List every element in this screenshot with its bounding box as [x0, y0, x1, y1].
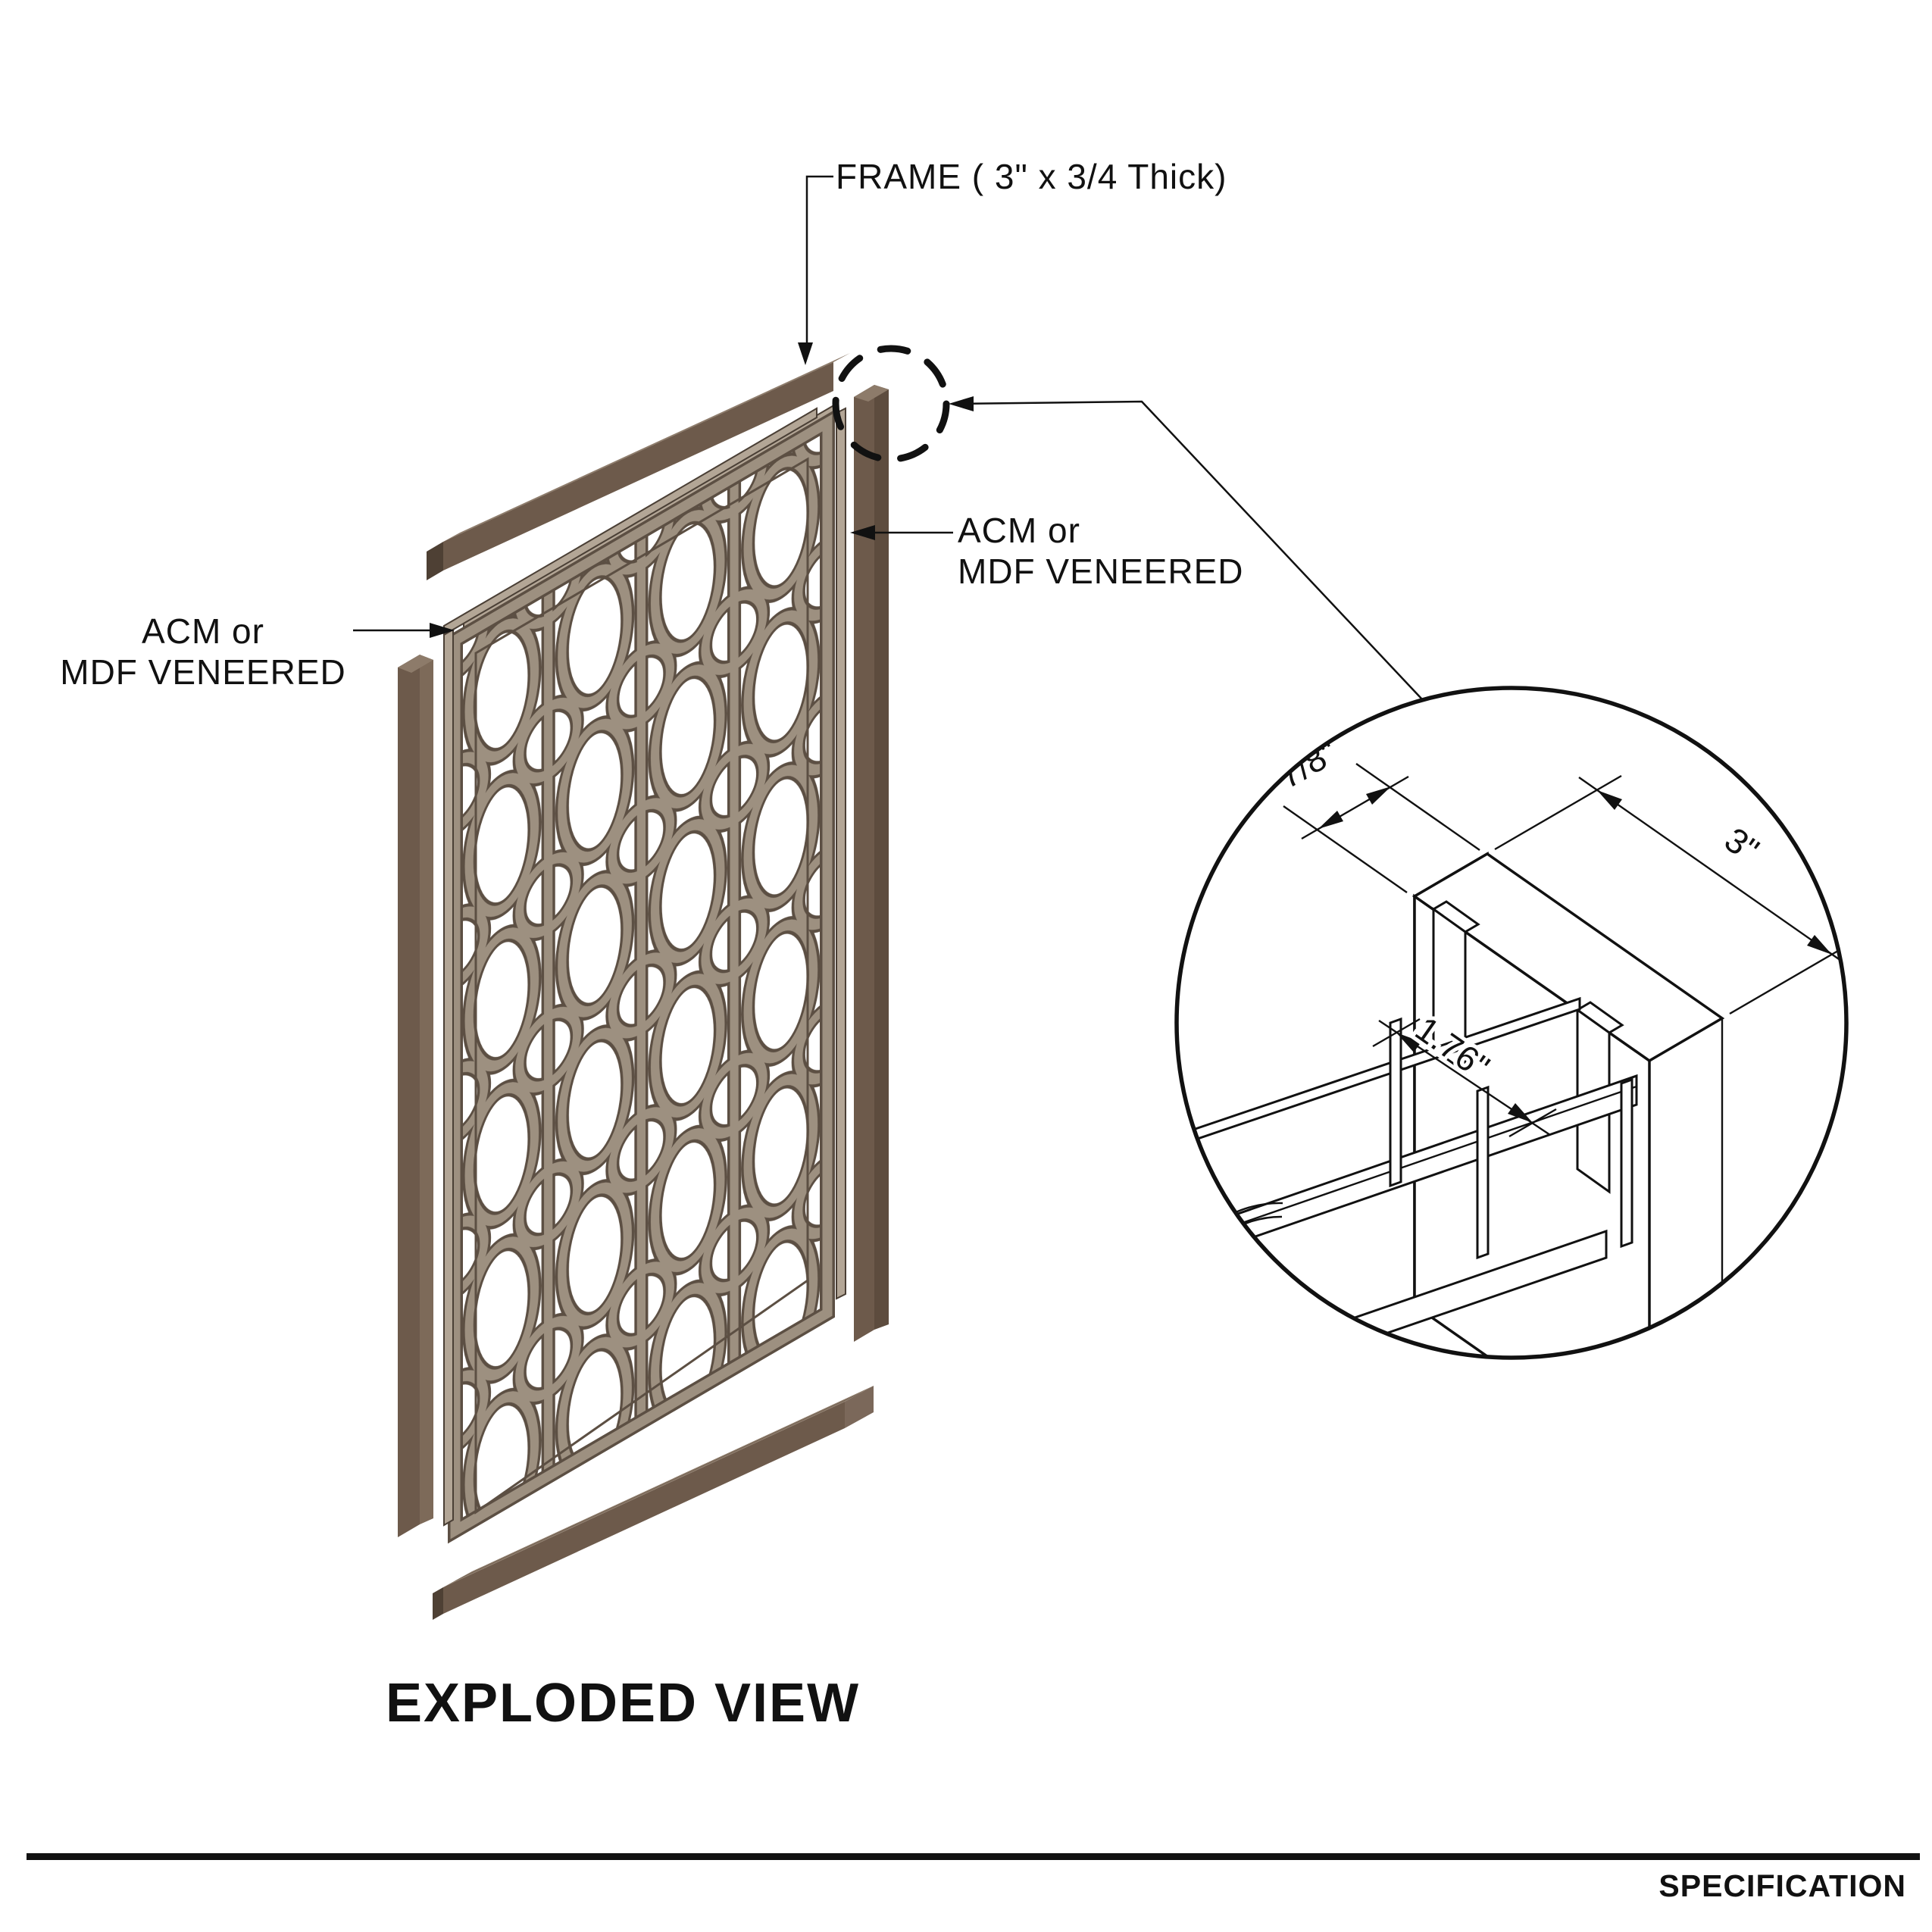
bottom-rail: [433, 1386, 874, 1620]
left-stile-front-face: [398, 655, 420, 1537]
lattice-stile-3: [1620, 1077, 1633, 1249]
lattice-panel-border-inner: [474, 457, 809, 1515]
groove-panel-1: [1432, 907, 1467, 1074]
right-stile-left-face: [854, 385, 874, 1342]
right-arrow-icon: [430, 623, 455, 638]
top-rail-end-face: [427, 542, 443, 580]
dim-arrow-icon: [1597, 790, 1622, 810]
frame-leader: [798, 175, 833, 365]
footer-rule: [27, 1853, 1920, 1860]
detail-circle-outline: [1174, 686, 1849, 1360]
right-stile-front-face: [874, 385, 889, 1330]
dim-arrow-icon: [1318, 811, 1343, 829]
left-arrow-icon: [850, 525, 875, 540]
left-stile-side-face: [420, 655, 433, 1524]
top-rail: [427, 353, 850, 580]
dim-arrow-icon: [1366, 786, 1391, 805]
bottom-rail-end-face-left: [433, 1587, 443, 1620]
back-veneer-right-edge: [836, 407, 846, 1300]
right-stile-top-face: [854, 385, 889, 402]
dim-arrow-icon: [1396, 1033, 1421, 1052]
right-acm-label-line1: ACM or: [958, 511, 1080, 550]
dim-arrow-icon: [1508, 1103, 1533, 1123]
left-acm-label-line2: MDF VENEERED: [60, 652, 345, 692]
detail-marker-circle: [832, 345, 950, 463]
left-stile-top-face: [398, 655, 433, 673]
right-acm-label-line2: MDF VENEERED: [958, 552, 1243, 591]
detail-grooves: [1431, 900, 1624, 1194]
bottom-rail-groove: [454, 1392, 863, 1581]
left-stile: [398, 655, 433, 1537]
lattice-panel-border: [450, 414, 833, 1540]
right-stile: [854, 385, 889, 1342]
right-acm-leader: [850, 525, 953, 540]
lattice-panel-pattern: [455, 423, 827, 1530]
top-rail-top-face: [443, 353, 850, 542]
footer-label: SPECIFICATION: [1658, 1868, 1906, 1903]
left-acm-label-line1: ACM or: [142, 611, 264, 651]
detail-leader: [949, 396, 1423, 700]
front-veneer-left-edge: [443, 628, 454, 1527]
lattice-stile-2: [1476, 1085, 1490, 1260]
top-rail-front-face: [443, 362, 833, 571]
view-title: EXPLODED VIEW: [386, 1673, 860, 1733]
lattice-panel: [448, 409, 835, 1544]
left-acm-leader: [353, 623, 455, 638]
lattice-stile-1: [1389, 1017, 1402, 1188]
left-arrow-icon: [949, 396, 974, 411]
bottom-rail-end-face-right: [845, 1386, 874, 1428]
bottom-rail-front-face: [443, 1402, 845, 1614]
down-arrow-icon: [798, 342, 813, 365]
frame-label: FRAME ( 3" x 3/4 Thick): [836, 157, 1227, 196]
detail-view: 7/8" 3" 1.76": [1177, 688, 1846, 1358]
dim-arrow-icon: [1807, 935, 1832, 955]
